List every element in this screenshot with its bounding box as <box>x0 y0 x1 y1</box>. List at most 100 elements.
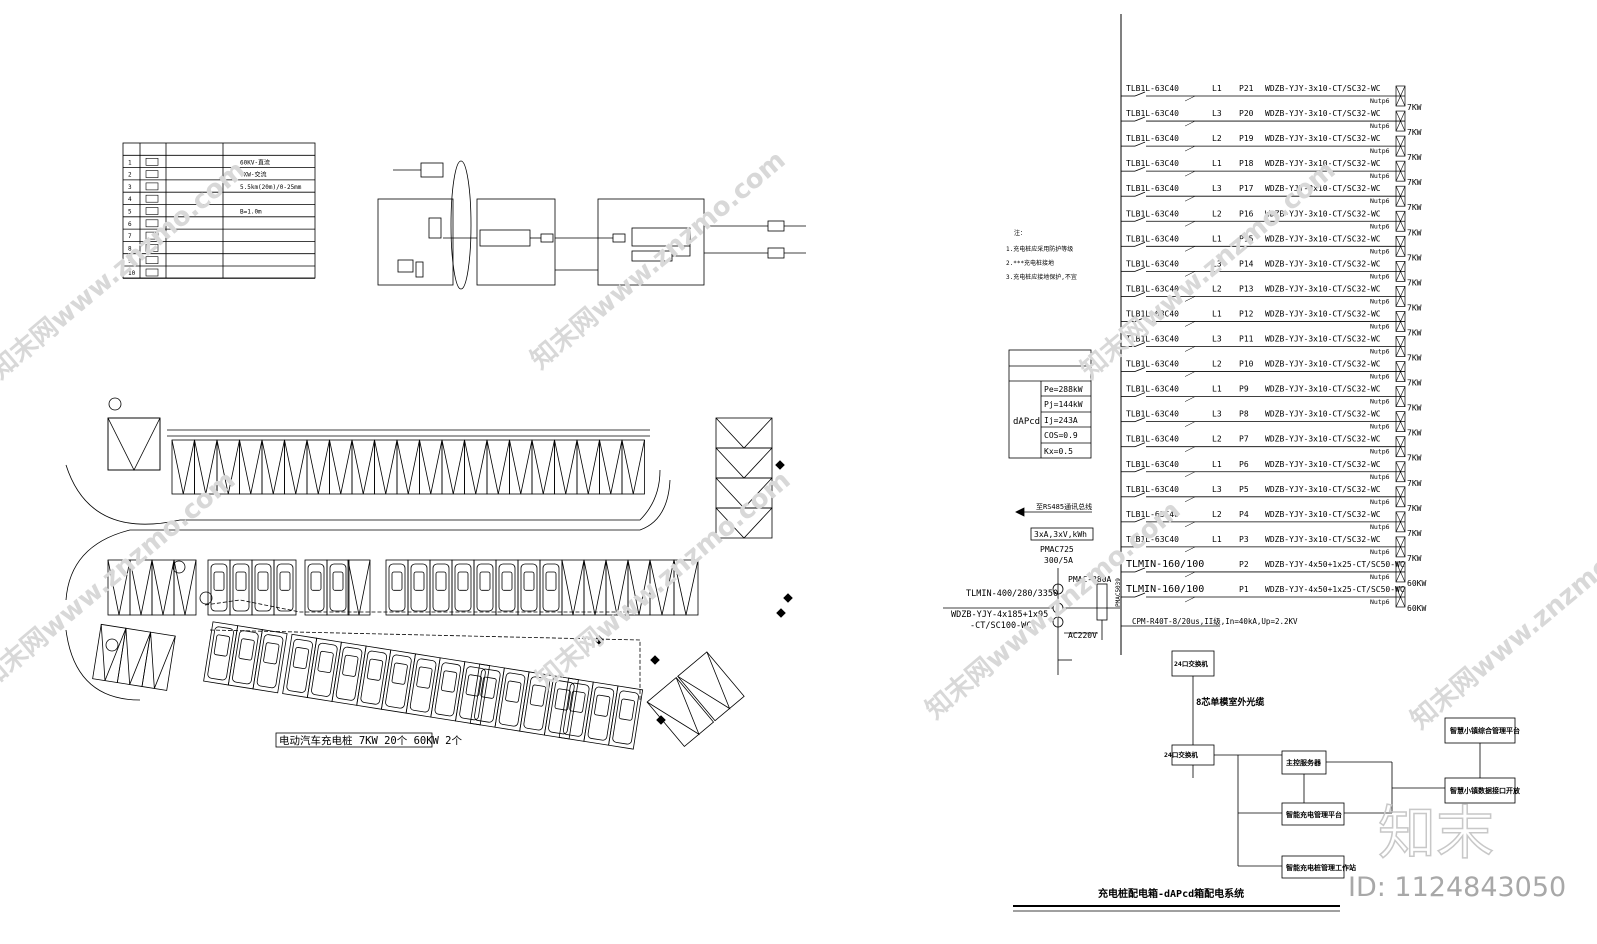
circuit-breaker: TLB1L-63C40 <box>1126 209 1179 218</box>
circuit-power: 7KW <box>1407 379 1422 388</box>
circuit-tag: Nutp6 <box>1370 598 1390 606</box>
charger-symbol <box>1395 536 1406 558</box>
circuit-id: P17 <box>1239 184 1254 193</box>
circuit-tag: Nutp6 <box>1370 373 1390 381</box>
circuit-tag: Nutp6 <box>1370 247 1390 255</box>
circuit-cable: WDZB-YJY-3x10-CT/SC32-WC <box>1265 159 1381 168</box>
svg-text:Ij=243A: Ij=243A <box>1044 416 1078 425</box>
circuit-power: 7KW <box>1407 354 1422 363</box>
parking-stall <box>407 559 431 616</box>
circuit-cable: WDZB-YJY-3x10-CT/SC32-WC <box>1265 535 1381 544</box>
circuit-breaker: TLB1L-63C40 <box>1126 535 1179 544</box>
circuit-breaker: TLB1L-63C40 <box>1126 234 1179 243</box>
parking-stall <box>554 439 578 495</box>
circuit-phase: L2 <box>1212 134 1222 143</box>
charger-symbol <box>1395 586 1406 608</box>
circuit-tag: Nutp6 <box>1370 573 1390 581</box>
parking-plan <box>65 397 793 750</box>
circuit-id: P5 <box>1239 485 1249 494</box>
circuit-phase: L1 <box>1212 460 1222 469</box>
svg-text:300/5A: 300/5A <box>1044 556 1073 565</box>
svg-text:至RS485通讯总线: 至RS485通讯总线 <box>1036 502 1092 511</box>
circuit-breaker: TLB1L-63C40 <box>1126 510 1179 519</box>
circuit-tag: Nutp6 <box>1370 122 1390 130</box>
circuit-power: 7KW <box>1407 328 1422 337</box>
circuit-breaker: TLB1L-63C40 <box>1126 460 1179 469</box>
circuit-tag: Nutp6 <box>1370 97 1390 105</box>
circuit-id: P16 <box>1239 209 1254 218</box>
circuit-cable: WDZB-YJY-3x10-CT/SC32-WC <box>1265 109 1381 118</box>
svg-text:PMAC725: PMAC725 <box>1040 545 1074 554</box>
circuit-cable: WDZB-YJY-3x10-CT/SC32-WC <box>1265 360 1381 369</box>
circuit-phase: L3 <box>1212 335 1222 344</box>
legend-row-no: 2 <box>128 172 132 179</box>
circuit-cable: WDZB-YJY-3x10-CT/SC32-WC <box>1265 510 1381 519</box>
svg-text:智能充电桩管理工作站: 智能充电桩管理工作站 <box>1286 863 1356 872</box>
circuit-power: 7KW <box>1407 178 1422 187</box>
charger-symbol <box>1395 411 1406 432</box>
circuit-breaker: TLB1L-63C40 <box>1126 109 1179 118</box>
circuit-breaker: TLB1L-63C40 <box>1126 435 1179 444</box>
circuit-id: P21 <box>1239 84 1254 93</box>
parking-stall <box>251 559 275 616</box>
circuit-phase: L3 <box>1212 259 1222 268</box>
parking-stall <box>304 559 328 616</box>
circuit-id: P20 <box>1239 109 1254 118</box>
circuit-cable: WDZB-YJY-3x10-CT/SC32-WC <box>1265 234 1381 243</box>
circuit-power: 7KW <box>1407 479 1422 488</box>
network-labels: 24口交换机 8芯单模室外光缆 24口交换机 主控服务器 智能充电管理平台 智能… <box>1164 659 1521 872</box>
circuit-phase: L2 <box>1212 435 1222 444</box>
parking-stall <box>715 447 773 479</box>
circuit-id: P7 <box>1239 435 1249 444</box>
charger-symbol <box>1395 235 1406 257</box>
circuit-tag: Nutp6 <box>1370 222 1390 230</box>
charger-symbol <box>1395 386 1406 407</box>
circuit-phase: L1 <box>1212 84 1222 93</box>
circuit-breaker: TLMIN-160/100 <box>1126 584 1204 595</box>
parking-stall <box>171 439 195 495</box>
parking-stall <box>561 559 585 616</box>
circuit-id: P4 <box>1239 510 1249 519</box>
parking-stall <box>531 439 555 495</box>
parking-stall <box>396 439 420 495</box>
charger-symbol <box>1395 85 1406 107</box>
svg-text:24口交换机: 24口交换机 <box>1174 659 1208 668</box>
circuit-id: P9 <box>1239 385 1249 394</box>
svg-text:AC220V: AC220V <box>1068 631 1097 640</box>
parking-stall <box>92 623 127 684</box>
circuit-tag: Nutp6 <box>1370 448 1390 456</box>
circuit-phase: L3 <box>1212 410 1222 419</box>
circuit-power: 7KW <box>1407 128 1422 137</box>
parking-stall <box>539 559 563 616</box>
spd-line: CPM-R40T-8/20us,II级,In=40kA,Up=2.2KV <box>1121 616 1298 627</box>
svg-text:-CT/SC100-WC: -CT/SC100-WC <box>970 621 1031 631</box>
parking-stall <box>441 439 465 495</box>
circuit-breaker: TLMIN-160/100 <box>1126 559 1204 570</box>
legend-symbol <box>145 182 159 191</box>
svg-text:PMAC-280A: PMAC-280A <box>1068 575 1112 584</box>
parking-stall <box>173 559 197 616</box>
parking-stall <box>543 675 579 740</box>
legend-row-no: 7 <box>128 233 132 240</box>
parking-stall <box>464 439 488 495</box>
circuit-power: 7KW <box>1407 529 1422 538</box>
circuit-breaker: TLB1L-63C40 <box>1126 309 1179 318</box>
circuit-cable: WDZB-YJY-3x10-CT/SC32-WC <box>1265 284 1381 293</box>
drawing-title: 充电桩配电箱-dAPcd箱配电系统 <box>1013 887 1340 912</box>
parking-stall <box>252 629 288 694</box>
circuit-phase: L3 <box>1212 184 1222 193</box>
svg-text:3xA,3xV,kWh: 3xA,3xV,kWh <box>1034 530 1087 539</box>
svg-text:PMAC5039: PMAC5039 <box>1115 578 1122 607</box>
svg-text:智慧小镇综合管理平台: 智慧小镇综合管理平台 <box>1450 726 1520 735</box>
parking-stall <box>599 439 623 495</box>
legend-symbol <box>145 244 159 252</box>
load-table: dAPcd Pe=288kW Pj=144kW Ij=243A COS=0.9 … <box>1008 349 1092 459</box>
circuit-tag: Nutp6 <box>1370 322 1390 330</box>
circuit-tag: Nutp6 <box>1370 348 1390 356</box>
svg-text:智慧小镇数据接口开放: 智慧小镇数据接口开放 <box>1450 786 1521 795</box>
circuit-cable: WDZB-YJY-4x50+1x25-CT/SC50-WC <box>1265 560 1405 569</box>
